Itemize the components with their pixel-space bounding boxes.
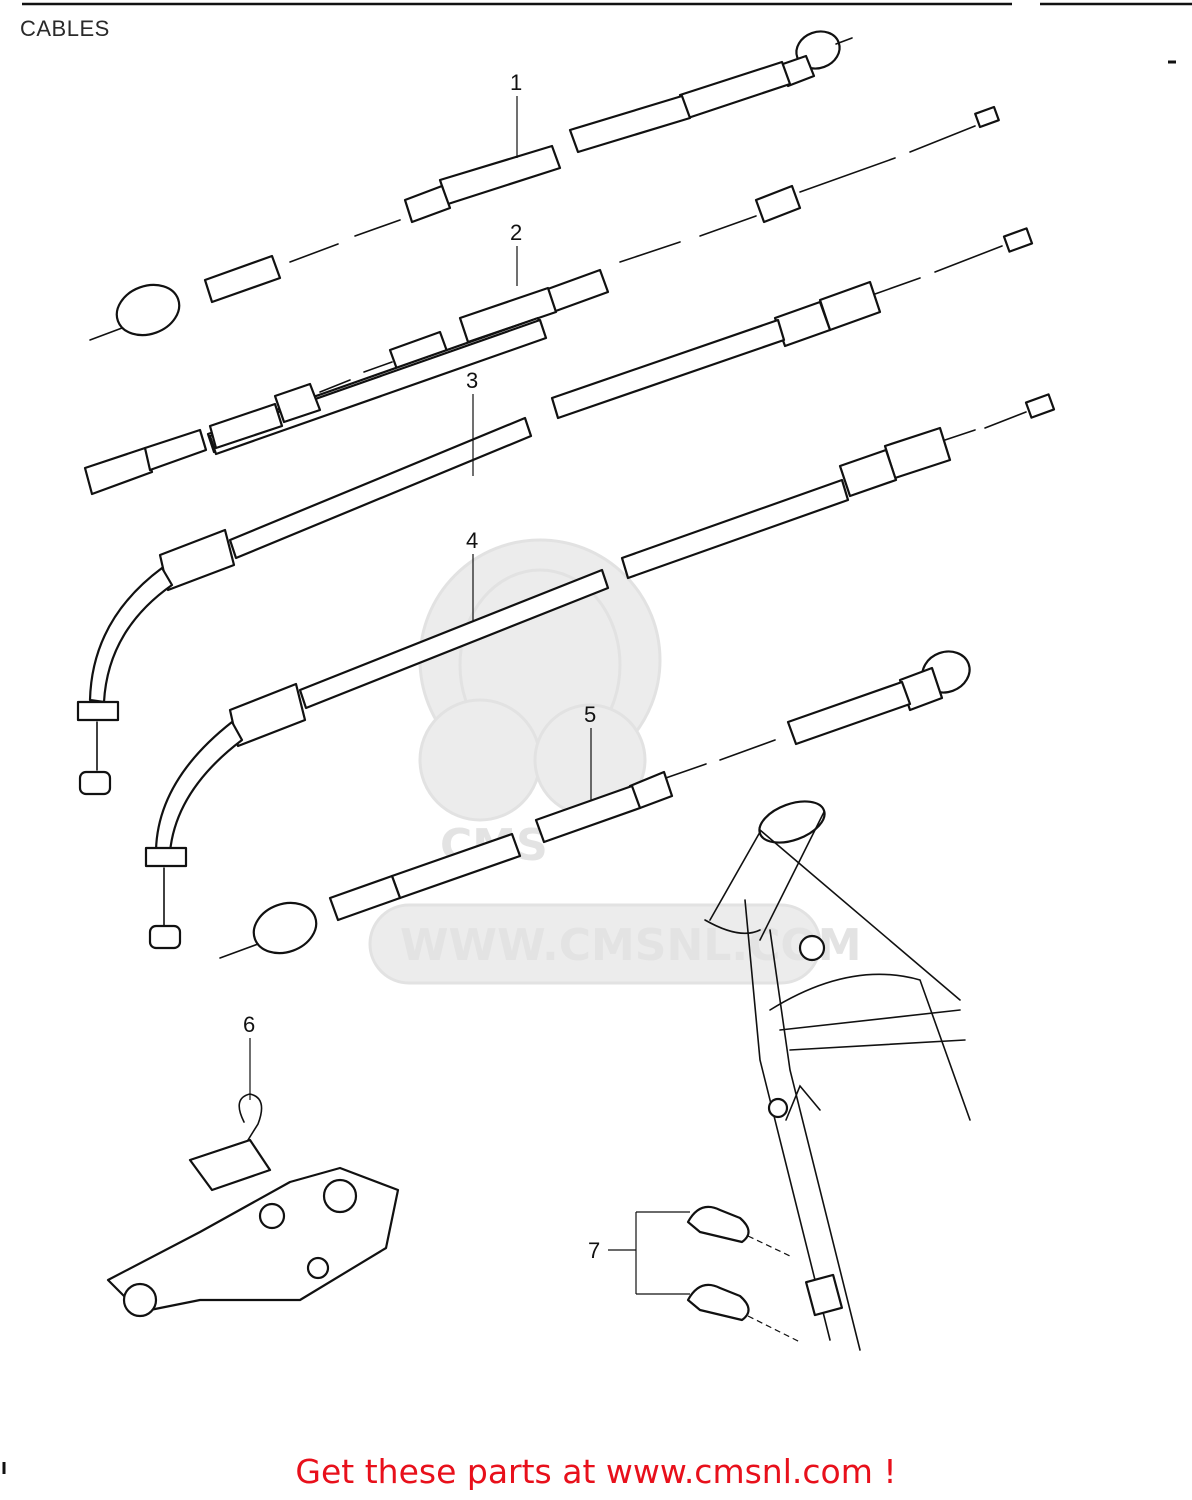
cable-4-nut (144, 846, 188, 868)
frame-steering-stop (798, 934, 826, 962)
cable-5-tip-left (219, 943, 259, 959)
cable-4-end-nipple-bottom (148, 924, 182, 950)
frame-head-tube (704, 800, 971, 1351)
frame-head-tube-body (709, 811, 825, 941)
cable-2 (363, 105, 1000, 374)
part-6-hook (238, 1093, 263, 1141)
frame-head-tube-bottom (704, 919, 761, 935)
callout-2: 2 (510, 220, 522, 245)
part-6-bolt-hole (306, 1256, 330, 1280)
cable-2-tip-left (363, 361, 393, 373)
cable-5 (219, 650, 971, 959)
callout-4: 4 (466, 528, 478, 553)
cable-3-housing-right (550, 318, 786, 420)
cable-3-end-nipple-bottom (78, 770, 112, 796)
watermark-arm (418, 698, 542, 822)
part-7-lower-guide-line (747, 1315, 801, 1343)
cable-1-knurled-nut-left (115, 283, 181, 337)
cable-1-sleeve-right (678, 60, 792, 120)
callout-5: 5 (584, 702, 596, 727)
cable-3-upper-run (208, 318, 548, 456)
part-6-fork-hole-left (122, 1282, 158, 1318)
frame-head-tube-top (758, 800, 826, 844)
cable-4-adjuster (883, 426, 952, 480)
cable-4 (144, 393, 1056, 950)
cable-5-sleeve-left (328, 874, 402, 922)
cable-1-tip-left (89, 327, 123, 341)
cable-1-housing-right (568, 94, 692, 154)
frame-clip-mount-hole (767, 1097, 789, 1119)
cable-5-sleeve-right (786, 680, 912, 746)
cable-2-wire-mid (799, 157, 896, 193)
cable-3-run-left (143, 428, 208, 472)
cable-1-tip-right (835, 37, 853, 45)
callout-3: 3 (466, 368, 478, 393)
part-7-cable-clamps (686, 1205, 801, 1343)
part-7-clamp-lower (686, 1283, 750, 1322)
part-6-fork-hole-right (322, 1178, 358, 1214)
cable-1-joint (403, 184, 452, 224)
footer-link-text[interactable]: Get these parts at www.cmsnl.com ! (295, 1452, 897, 1491)
page-title: CABLES (20, 16, 110, 41)
cable-4-curved-pipe (154, 720, 244, 854)
cable-3-end-nipple-right (1002, 227, 1034, 253)
part-6-bracket (188, 1138, 272, 1192)
cable-3-run-left-2 (208, 402, 284, 450)
cable-4-ferrule (838, 448, 898, 498)
cable-4-housing-main (298, 568, 610, 710)
cable-4-housing-right (620, 478, 850, 580)
cable-4-end-nipple-right (1024, 393, 1056, 419)
cable-3-adjuster (818, 280, 882, 332)
cable-3-wire-left (319, 379, 351, 393)
frame-top-tube (759, 829, 961, 1001)
part-6-cable-guide (106, 1093, 400, 1318)
cable-3-joint-left (273, 382, 322, 424)
frame-cross-tubes (779, 1009, 966, 1051)
cable-1-inner-wire-left (289, 243, 339, 263)
frame-down-tube-right (769, 929, 861, 1351)
part-7-upper-guide-line (747, 1235, 791, 1257)
cable-3-collar (158, 528, 236, 592)
cable-5-wire-right (719, 739, 776, 761)
callout-7: 7 (588, 1238, 600, 1263)
cable-5-wire-mid (659, 763, 707, 781)
cable-4-wire-right (984, 411, 1027, 429)
watermark-url-text: WWW.CMSNL.COM (400, 920, 862, 971)
frame-lower-bracket (804, 1273, 844, 1317)
cable-3-end-left (83, 446, 154, 496)
frame-down-tube-left (744, 899, 831, 1341)
cable-3-wire-right (934, 245, 1003, 273)
cable-5-housing-right (534, 784, 642, 844)
callouts: 1 2 3 4 5 6 7 (243, 70, 690, 1295)
cable-3-curved-pipe (88, 566, 174, 704)
cable-2-wire-right (909, 125, 976, 153)
callout-6: 6 (243, 1012, 255, 1037)
cable-1-sleeve-left (203, 254, 282, 304)
cable-2-adjuster (754, 184, 802, 224)
cable-4-wire-mid (944, 429, 976, 441)
cable-2-housing (458, 286, 558, 344)
cable-1 (89, 30, 853, 341)
cable-2-spring (699, 215, 757, 237)
cable-2-wire-left (619, 241, 681, 263)
part-6-stem-hole (258, 1202, 286, 1230)
cable-1-inner-wire-mid (354, 219, 401, 237)
cable-3-wire-mid (874, 277, 921, 295)
cable-3-housing-main (228, 416, 533, 560)
frame-gusset (769, 973, 971, 1121)
frame-clip-mount (785, 1084, 821, 1121)
cable-3 (76, 227, 1034, 796)
callout-1: 1 (510, 70, 522, 95)
part-7-clamp-upper (686, 1205, 750, 1244)
cable-1-housing-left (438, 144, 562, 206)
cable-2-end-nipple-right (974, 105, 1000, 129)
cable-3-nut (76, 700, 120, 722)
cable-5-knurled-nut-left (252, 901, 318, 955)
watermark: CMS WWW.CMSNL.COM (368, 538, 862, 985)
